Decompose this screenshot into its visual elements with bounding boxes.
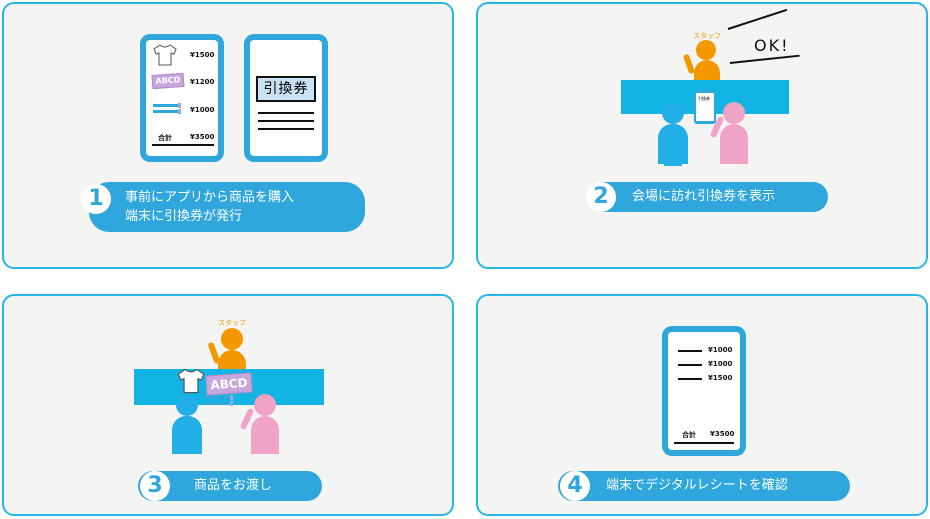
voucher-line-2 [258,120,314,122]
step2-number: 2 [586,182,616,212]
receipt-price-3: ¥1000 [190,106,215,114]
step4-number: 4 [560,471,590,501]
voucher-screen: 引換券 [250,40,322,156]
step2-caption: 2 会場に訪れ引換券を表示 [586,182,828,212]
step4-text: 端末でデジタルレシートを確認 [606,478,788,493]
step3-number: 3 [140,471,170,501]
receipt-price-2: ¥1200 [190,78,215,86]
receipt-price-2: ¥1000 [708,360,733,368]
receipt-item-line-2 [678,364,702,366]
receipt-total-line [152,144,214,146]
voucher-title-box: 引換券 [256,76,316,102]
step3-caption: 3 商品をお渡し [138,471,322,501]
customer-pink-head [723,102,745,124]
receipt-phone: ¥1500 ABCD ¥1200 ¥1000 合計 ¥3500 [140,34,224,162]
step1-text-line2: 端末に引換券が発行 [125,209,243,224]
staff-head [696,40,716,60]
staff-label: スタッフ [218,319,246,327]
staff-head [221,328,243,350]
voucher-phone: 引換券 [244,34,328,162]
ok-line-top [727,8,788,30]
staff-label: スタッフ [693,32,721,40]
receipt-total-label: 合計 [158,134,172,142]
step3-panel: スタッフ ABCD 3 商品をお渡し [2,294,454,516]
customer-blue-leg [664,154,682,166]
receipt-total: ¥3500 [190,133,215,141]
step2-text: 会場に訪れ引換券を表示 [632,189,776,204]
customer-blue-body [172,416,202,454]
staff-body [218,350,246,372]
towel-icon [153,103,181,114]
receipt-total-label: 合計 [682,431,696,439]
staff-arm [207,341,221,365]
tshirt-icon [177,368,205,394]
step1-panel: ¥1500 ABCD ¥1200 ¥1000 合計 ¥3500 引換券 [2,2,454,269]
customer-blue-head [176,394,198,416]
step1-text-line1: 事前にアプリから商品を購入 [125,190,295,205]
ok-line-bottom [729,54,800,64]
step2-panel: スタッフ OK! 引換券 2 会場に訪れ引換券を表示 [476,2,928,269]
staff-body [694,60,720,82]
name-label-text: ABCD [155,75,181,86]
step4-panel: ¥1000 ¥1000 ¥1500 合計 ¥3500 4 端末でデジタルレシート… [476,294,928,516]
receipt-item-line-3 [678,378,702,380]
customer-pink-head [254,394,276,416]
receipt-phone: ¥1000 ¥1000 ¥1500 合計 ¥3500 [662,326,746,456]
voucher-line-3 [258,128,314,130]
receipt-price-1: ¥1500 [190,51,215,59]
name-label-sticker: ABCD [205,372,253,396]
customer-blue-head [662,102,684,124]
receipt-price-3: ¥1500 [708,374,733,382]
towel-icon [205,395,233,406]
voucher-line-1 [258,112,314,114]
shown-phone: 引換券 [694,90,716,124]
step1-caption: 1 事前にアプリから商品を購入 端末に引換券が発行 [81,182,365,232]
receipt-total: ¥3500 [710,430,735,438]
customer-pink-body [251,416,279,454]
step3-text: 商品をお渡し [194,478,273,493]
receipt-screen: ¥1500 ABCD ¥1200 ¥1000 合計 ¥3500 [146,40,218,156]
name-label-sticker: ABCD [151,72,185,90]
receipt-total-line [674,442,734,444]
name-label-text: ABCD [209,375,249,393]
digital-receipt-screen: ¥1000 ¥1000 ¥1500 合計 ¥3500 [668,332,740,450]
ok-text: OK! [754,36,790,55]
step1-number: 1 [81,184,111,214]
shown-phone-screen: 引換券 [696,93,714,121]
step4-caption: 4 端末でデジタルレシートを確認 [558,471,850,501]
tshirt-icon [153,44,177,66]
receipt-price-1: ¥1000 [708,346,733,354]
receipt-item-line-1 [678,350,702,352]
staff-arm [682,53,696,75]
voucher-title: 引換券 [263,81,309,97]
customer-pink-body [720,124,748,164]
shown-phone-text: 引換券 [698,96,710,101]
